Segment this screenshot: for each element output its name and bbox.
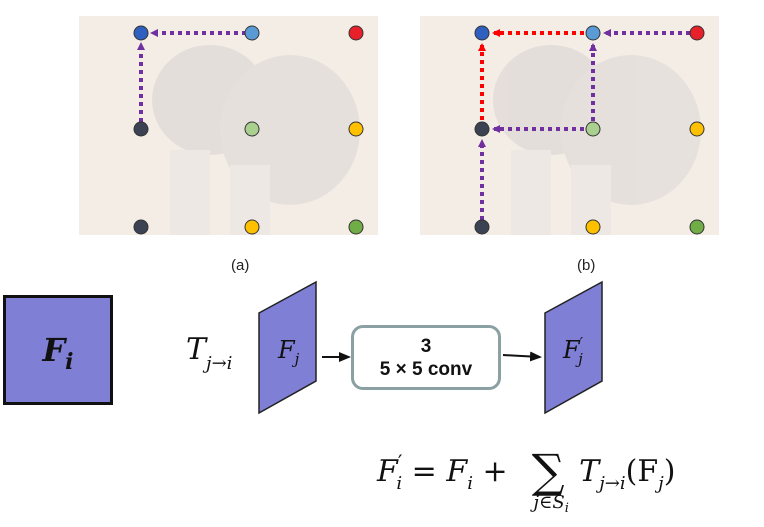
arrow-conv-to-fjp bbox=[503, 355, 540, 357]
node-a-bot-right bbox=[349, 220, 363, 234]
node-a-mid-mid bbox=[245, 122, 259, 136]
conv-block: 3 5 × 5 conv bbox=[351, 325, 501, 390]
caption-b: (b) bbox=[577, 257, 595, 274]
cat-silhouette-b bbox=[493, 45, 701, 235]
caption-a: (a) bbox=[231, 257, 249, 274]
conv-count: 3 bbox=[421, 335, 432, 358]
transform-label: Tj→i bbox=[186, 332, 232, 367]
node-b-mid-mid bbox=[586, 122, 600, 136]
feature-i-label: Fi bbox=[42, 331, 73, 369]
conv-kernel: 5 × 5 conv bbox=[380, 358, 472, 381]
node-a-bot-mid bbox=[245, 220, 259, 234]
node-a-mid-right bbox=[349, 122, 363, 136]
node-a-top-mid bbox=[245, 26, 259, 40]
node-b-bot-right bbox=[690, 220, 704, 234]
node-b-mid-left bbox=[475, 122, 489, 136]
node-b-top-mid bbox=[586, 26, 600, 40]
node-b-bot-left bbox=[475, 220, 489, 234]
feature-j-prime-label: F′j bbox=[562, 334, 584, 368]
node-a-bot-left bbox=[134, 220, 148, 234]
node-a-mid-left bbox=[134, 122, 148, 136]
sum-operator: ∑j∈Si bbox=[517, 438, 579, 492]
node-a-top-left bbox=[134, 26, 148, 40]
node-b-mid-right bbox=[690, 122, 704, 136]
feature-i-box: Fi bbox=[3, 295, 113, 405]
node-b-bot-mid bbox=[586, 220, 600, 234]
node-a-top-right bbox=[349, 26, 363, 40]
node-b-top-left bbox=[475, 26, 489, 40]
node-b-top-right bbox=[690, 26, 704, 40]
cat-silhouette-a bbox=[152, 45, 360, 235]
